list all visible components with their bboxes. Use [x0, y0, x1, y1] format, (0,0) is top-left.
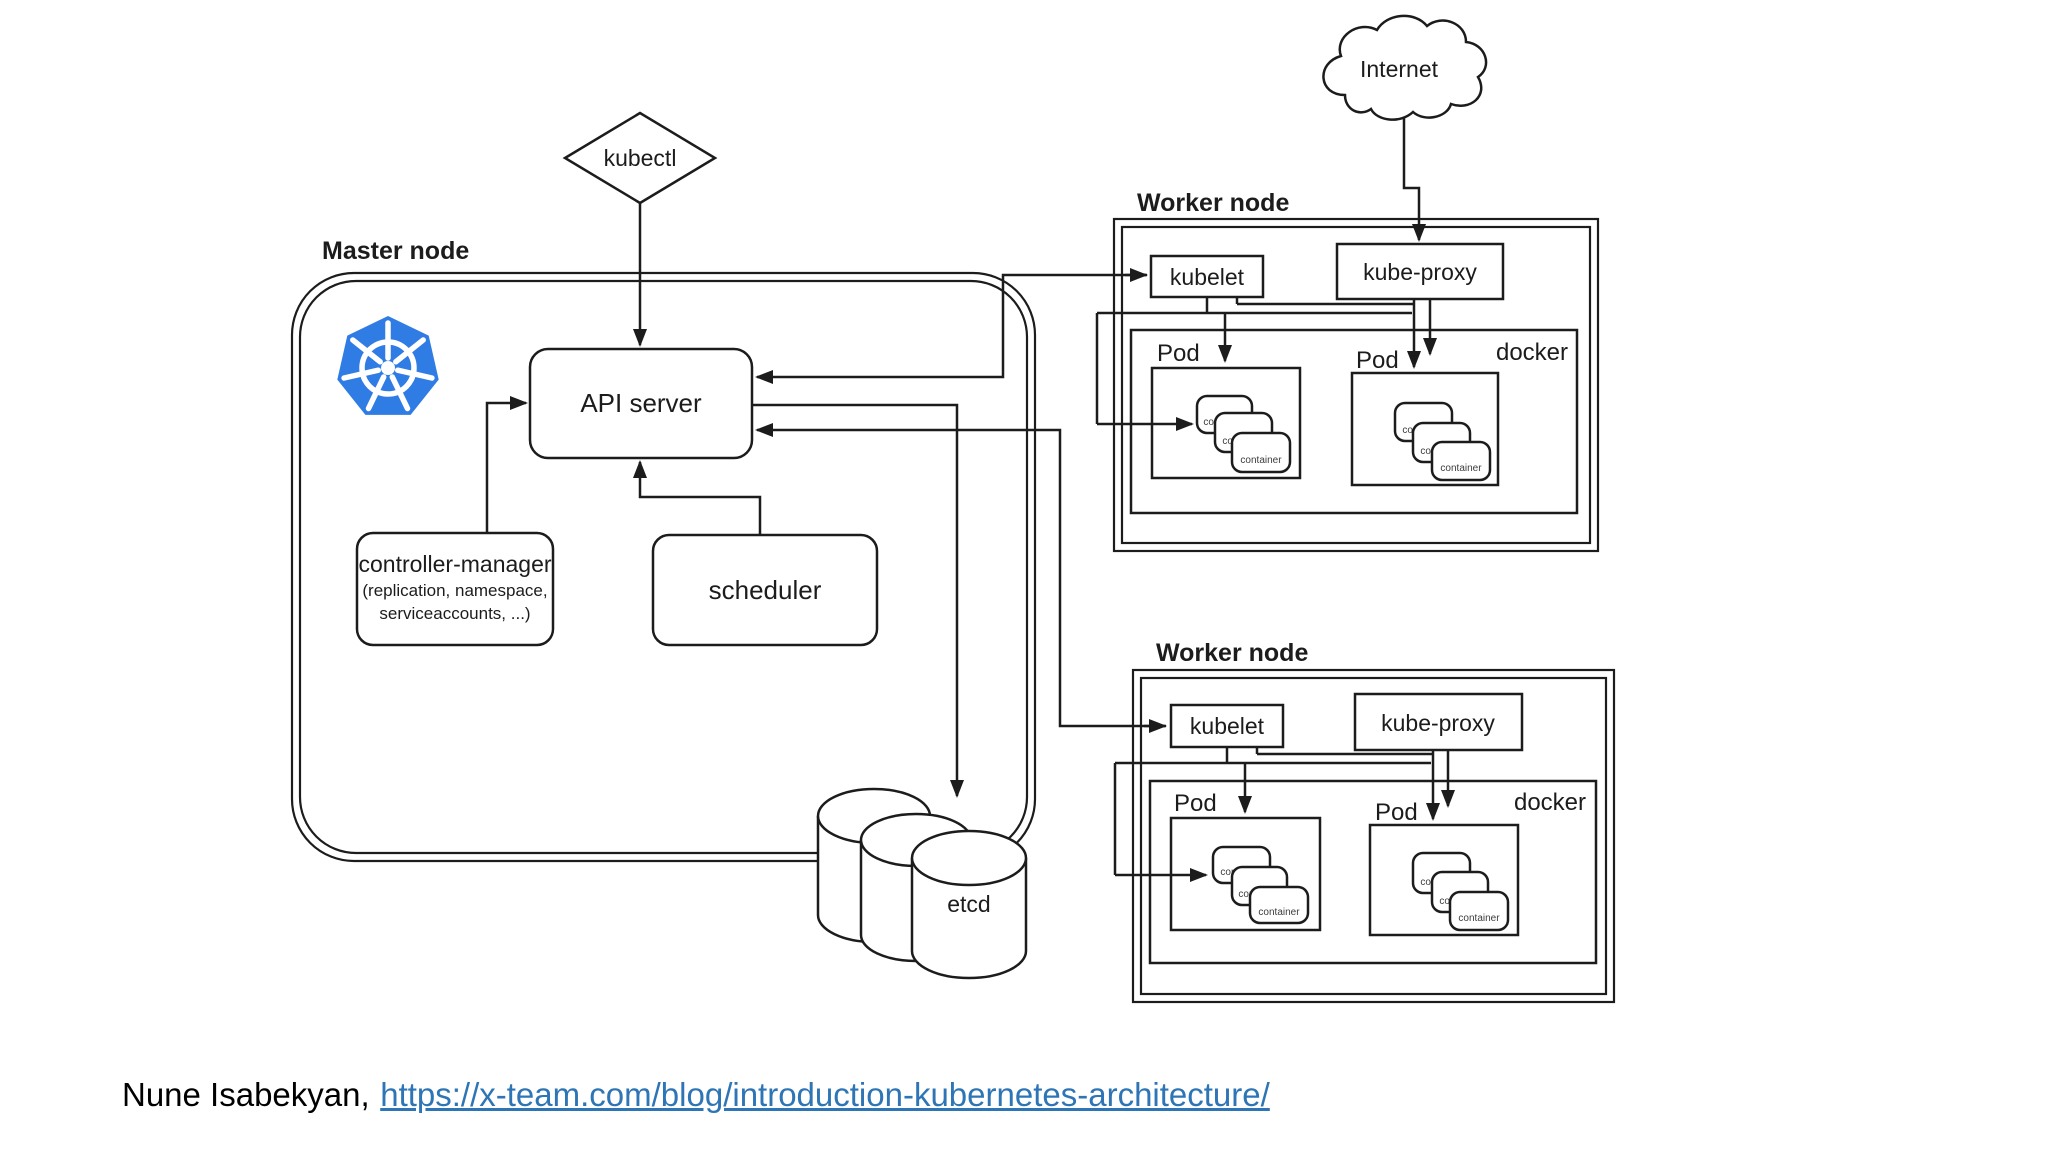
kubelet-1-label: kubelet — [1170, 264, 1245, 290]
docker-2-label: docker — [1514, 789, 1586, 816]
worker-node-2-border-outer — [1131, 668, 1616, 1004]
kube-proxy-2-node: kube-proxy — [1353, 692, 1524, 752]
pod-label: Pod — [1375, 799, 1418, 826]
worker-2-pod-2: Pod container container container — [1368, 799, 1520, 937]
pod-label: Pod — [1356, 347, 1399, 374]
scheduler-label: scheduler — [709, 575, 822, 605]
scheduler-node: scheduler — [651, 533, 879, 647]
master-node-border-inner — [298, 279, 1029, 855]
arrow-scheduler-to-apiserver — [633, 460, 762, 535]
attribution-line: Nune Isabekyan, https://x-team.com/blog/i… — [122, 1076, 1270, 1114]
link-kubelet1-apiserver — [755, 273, 1147, 384]
kubectl-node: kubectl — [562, 111, 718, 205]
container-stack: container container container — [1195, 394, 1292, 474]
pod-label: Pod — [1157, 340, 1200, 367]
etcd-label: etcd — [947, 891, 990, 917]
kubelet-2-label: kubelet — [1190, 713, 1265, 739]
master-node-border-outer — [290, 271, 1037, 863]
worker-2-pod-1: Pod container container container — [1169, 790, 1322, 932]
worker-2-wiring — [1113, 747, 1455, 882]
svg-text:container: container — [1258, 907, 1300, 918]
worker-node-1-border-outer — [1112, 217, 1600, 553]
worker-node-2-group: Worker node kubelet kube-proxy docker — [1113, 639, 1616, 1004]
worker-node-1-border-inner — [1120, 225, 1592, 545]
pod-label: Pod — [1174, 790, 1217, 817]
internet-cloud: Internet — [1322, 14, 1488, 121]
attribution-author: Nune Isabekyan, — [122, 1076, 370, 1113]
arrow-apiserver-to-etcd — [752, 403, 964, 798]
kube-proxy-1-node: kube-proxy — [1335, 242, 1505, 301]
container-stack: container container container — [1393, 401, 1492, 482]
worker-1-pod-1: Pod container container container — [1150, 340, 1302, 480]
worker-1-wiring — [1095, 297, 1437, 431]
kubernetes-logo-icon — [337, 316, 439, 415]
kube-proxy-2-label: kube-proxy — [1381, 710, 1495, 736]
container-stack: container container container — [1211, 845, 1310, 925]
kubelet-1-node: kubelet — [1149, 254, 1265, 299]
link-kubelet2-apiserver — [755, 423, 1166, 728]
attribution-link[interactable]: https://x-team.com/blog/introduction-kub… — [380, 1076, 1270, 1113]
kube-proxy-1-label: kube-proxy — [1363, 259, 1477, 285]
kubectl-label: kubectl — [604, 145, 677, 171]
docker-2-box: docker — [1148, 779, 1598, 965]
container-stack: container container container — [1411, 851, 1510, 932]
worker-node-2-border-inner — [1139, 676, 1608, 996]
api-server-label: API server — [580, 388, 702, 418]
worker-1-pod-2: Pod container container container — [1350, 347, 1500, 487]
svg-text:container: container — [1240, 455, 1282, 466]
worker-node-2-title: Worker node — [1156, 639, 1308, 667]
worker-node-1-group: Worker node kubelet kube-proxy docker — [1095, 189, 1600, 553]
controller-manager-sub2: serviceaccounts, ...) — [379, 604, 530, 623]
arrow-controller-manager-to-apiserver — [485, 396, 528, 533]
arrow-internet-to-kubeproxy1 — [1402, 117, 1426, 242]
kubelet-2-node: kubelet — [1169, 703, 1285, 749]
api-server-node: API server — [528, 347, 754, 460]
svg-text:container: container — [1440, 463, 1482, 474]
master-node-group: Master node kubectl — [290, 111, 1037, 980]
etcd-node: etcd — [816, 787, 1028, 980]
etcd-cylinder-front: etcd — [910, 829, 1028, 980]
master-node-title: Master node — [322, 237, 469, 265]
kubernetes-architecture-diagram: Master node kubectl — [290, 14, 1616, 1004]
controller-manager-node: controller-manager (replication, namespa… — [355, 531, 555, 647]
docker-1-box: docker — [1129, 328, 1579, 515]
controller-manager-label: controller-manager — [358, 551, 551, 577]
controller-manager-sub1: (replication, namespace, — [362, 581, 547, 600]
worker-node-1-title: Worker node — [1137, 189, 1289, 217]
docker-1-label: docker — [1496, 339, 1568, 366]
internet-label: Internet — [1360, 56, 1439, 82]
svg-text:container: container — [1458, 913, 1500, 924]
